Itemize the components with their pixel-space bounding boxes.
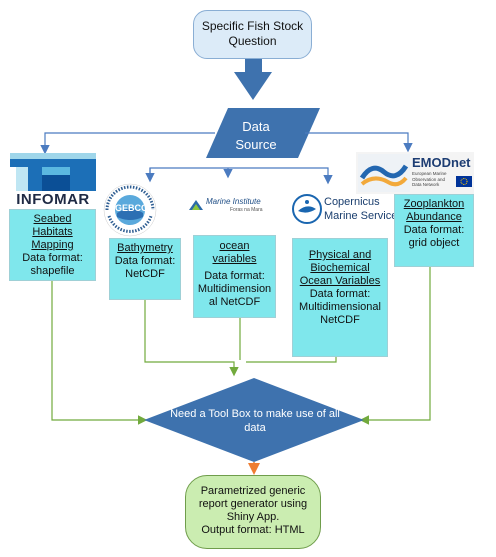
copernicus-text-2: Marine Service [324, 210, 398, 222]
copernicus-logo: Copernicus Marine Service [291, 189, 397, 233]
zoo-format-label: Data format: [403, 224, 465, 236]
ocean-variables-box: ocean variables Data format: Multidimens… [193, 235, 276, 318]
fish-stock-question-box: Specific Fish Stock Question [193, 10, 312, 59]
down-arrow [234, 59, 272, 100]
emodnet-logo: EMODnet European Marine Observation and … [356, 152, 474, 194]
ocean-title: ocean variables [212, 240, 257, 265]
phys-format-value-1: Multidimensional [299, 301, 381, 313]
gebco-logo: GEBCO [103, 183, 157, 237]
emodnet-text: EMODnet [412, 155, 471, 170]
infomar-logo: INFOMAR [10, 153, 96, 209]
toolbox-connectors [51, 267, 431, 425]
eu-flag-icon [456, 176, 472, 187]
marine-institute-name: Marine Institute [206, 197, 261, 206]
zoo-title-1: Zooplankton [403, 198, 465, 210]
ocean-format-value-2: al NetCDF [208, 296, 261, 308]
phys-title-3: Ocean Variables [299, 275, 381, 287]
zooplankton-box: Zooplankton Abundance Data format: grid … [394, 194, 474, 267]
phys-format-value-2: NetCDF [320, 314, 360, 326]
physical-biochemical-box: Physical and Biochemical Ocean Variables… [292, 238, 388, 357]
final-line-3: Shiny App. [226, 511, 280, 523]
emodnet-sub: European Marine Observation and Data Net… [412, 171, 447, 187]
phys-format-label: Data format: [309, 288, 371, 300]
seabed-title-2: Mapping [31, 239, 74, 251]
marine-institute-sub: Foras na Mara [230, 207, 263, 213]
phys-title-2: Biochemical [310, 262, 370, 274]
top-line-2: Question [228, 34, 277, 48]
toolbox-diamond [144, 378, 364, 462]
source-connectors [40, 132, 413, 185]
top-line-1: Specific Fish Stock [201, 19, 304, 33]
bathymetry-box: Bathymetry Data format: NetCDF [109, 238, 181, 300]
zoo-title-2: Abundance [406, 211, 462, 223]
report-generator-box: Parametrized generic report generator us… [185, 475, 321, 549]
data-source-shape [206, 108, 320, 158]
seabed-title-1: Seabed Habitats [32, 213, 73, 238]
ocean-format-value-1: Multidimension [197, 283, 272, 295]
zoo-format-value: grid object [408, 237, 460, 249]
bathymetry-title: Bathymetry [117, 242, 173, 254]
infomar-logo-text: INFOMAR [16, 191, 90, 208]
bathymetry-format-value: NetCDF [125, 268, 165, 280]
seabed-format-label: Data format: [22, 252, 83, 264]
seabed-habitats-box: Seabed Habitats Mapping Data format: sha… [9, 209, 96, 281]
toolbox-label: Need a Tool Box to make use of all data [170, 408, 340, 434]
marine-institute-logo: Marine Institute Foras na Mara [188, 196, 273, 216]
final-line-4: Output format: HTML [201, 524, 305, 536]
copernicus-text-1: Copernicus [324, 196, 380, 208]
bathymetry-format-label: Data format: [114, 255, 176, 267]
final-line-1: Parametrized generic [200, 485, 306, 497]
gebco-logo-text: GEBCO [115, 203, 149, 213]
phys-title-1: Physical and [308, 249, 372, 261]
final-line-2: report generator using [198, 498, 308, 510]
seabed-format-value: shapefile [30, 265, 75, 277]
data-source-label: Data Source [235, 119, 277, 152]
ocean-format-label: Data format: [204, 270, 265, 282]
